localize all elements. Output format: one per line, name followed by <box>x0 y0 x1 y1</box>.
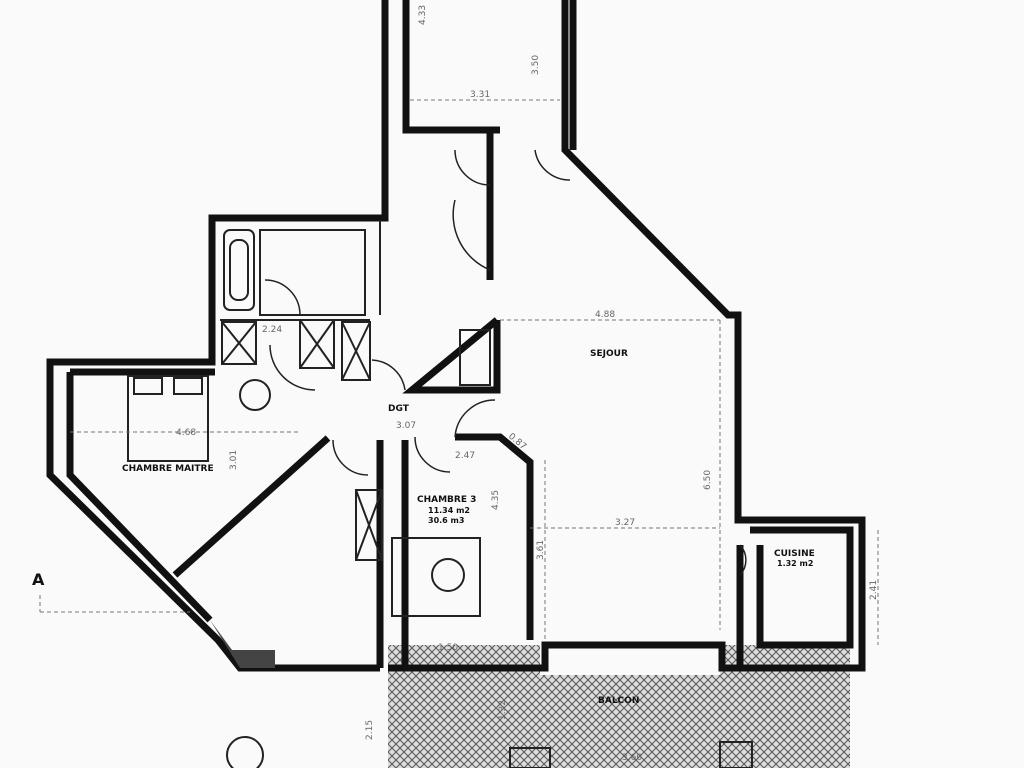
dimension-label: 3.31 <box>470 90 490 100</box>
dimension-label: 2.15 <box>365 720 375 740</box>
room-label-chambre-maitre: CHAMBRE MAITRE <box>122 464 214 474</box>
dimension-label: 3.27 <box>615 518 635 528</box>
room-label-balcon: BALCON <box>598 696 639 706</box>
room-label-cuisine: CUISINE <box>774 549 815 559</box>
dimension-label: 3.50 <box>531 55 541 75</box>
room-label-dgt: DGT <box>388 404 410 414</box>
room-label-sejour: SEJOUR <box>590 349 628 359</box>
dimension-label: 2.24 <box>262 325 282 335</box>
room-volume-chambre-3: 30.6 m3 <box>428 516 464 525</box>
dimension-label: 3.61 <box>536 540 546 560</box>
room-area-cuisine: 1.32 m2 <box>777 559 813 568</box>
dimension-label: 3.01 <box>229 450 239 470</box>
dimension-label: 4.68 <box>176 428 196 438</box>
dimension-label: 4.88 <box>595 310 615 320</box>
dimension-label: 4.33 <box>418 5 428 25</box>
exterior-walls <box>46 0 866 672</box>
dimension-label: 4.35 <box>491 490 501 510</box>
dimension-lines <box>39 99 879 645</box>
dimension-label: 2.41 <box>869 580 879 600</box>
dimension-label: 1.50 <box>438 643 458 653</box>
dimension-label: 6.50 <box>703 470 713 490</box>
fixtures <box>127 229 753 768</box>
interior-walls <box>66 126 854 668</box>
dimension-label: 3.07 <box>396 421 416 431</box>
room-area-chambre-3: 11.34 m2 <box>428 506 470 515</box>
dimension-label: 3.60 <box>622 753 642 763</box>
section-marker: A <box>32 570 45 589</box>
dimension-label: 2.47 <box>455 451 475 461</box>
doors <box>264 149 747 576</box>
room-label-chambre-3: CHAMBRE 3 <box>417 495 476 505</box>
dimension-label: 1.32 <box>498 700 508 720</box>
